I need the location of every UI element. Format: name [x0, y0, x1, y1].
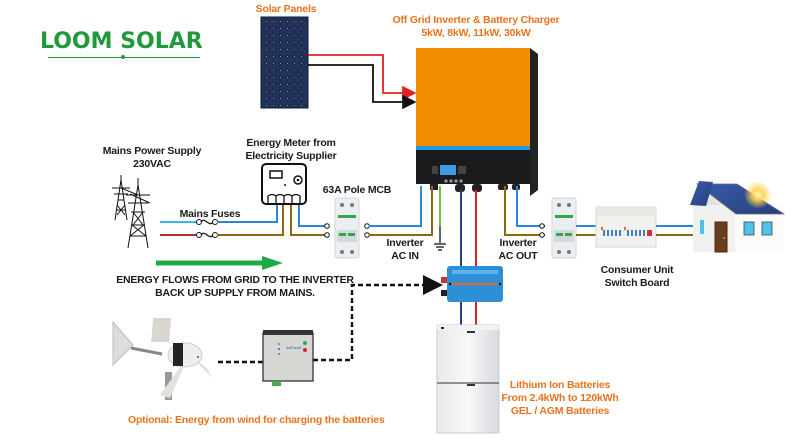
solar-panel: [260, 16, 309, 109]
live-ac-out: [504, 186, 545, 236]
mains-fuses-label: Mains Fuses: [179, 208, 241, 220]
consumer-unit-icon: [595, 206, 657, 248]
inverter-ratings-label: 5kW, 8kW, 11kW, 30kW: [421, 27, 531, 39]
energy-meter-supplier-label: Electricity Supplier: [245, 150, 337, 162]
pylons-icon: [112, 175, 151, 249]
energy-flow-label: ENERGY FLOWS FROM GRID TO THE INVERTER: [116, 274, 354, 286]
wind-to-dc-link: [313, 275, 443, 362]
pv-negative-wire: [308, 64, 417, 110]
wind-controller-icon: AirForce: [262, 330, 314, 386]
live-to-inverter-ac-in: [369, 186, 433, 236]
mains-fuses-icon: [196, 219, 218, 238]
inverter-title-label: Off Grid Inverter & Battery Charger: [392, 14, 560, 26]
inverter-unit: [416, 48, 538, 196]
pv-positive-wire: [308, 54, 417, 101]
consumer-unit-label: Consumer Unit: [600, 264, 674, 276]
mains-voltage-label: 230VAC: [133, 158, 171, 170]
inverter-ac-out-label: Inverter: [499, 237, 537, 249]
house-icon: [690, 181, 786, 253]
mcb-label: 63A Pole MCB: [322, 184, 392, 196]
loom-solar-logo: LOOM SOLAR: [40, 29, 203, 54]
energy-flow-sublabel: BACK UP SUPPLY FROM MAINS.: [155, 287, 315, 299]
neutral-ac-out: [516, 186, 545, 227]
wind-optional-label: Optional: Energy from wind for charging …: [128, 414, 385, 426]
energy-flow-arrow: [156, 256, 283, 270]
switch-board-label: Switch Board: [604, 277, 670, 289]
batteries-capacity-label: From 2.4kWh to 120kWh: [501, 392, 619, 404]
mcb-in-icon: [324, 197, 370, 259]
inverter-display: [440, 165, 456, 175]
batteries-type-label: GEL / AGM Batteries: [510, 405, 610, 417]
inverter-ac-out-sublabel: AC OUT: [498, 250, 538, 262]
batteries-label: Lithium Ion Batteries: [509, 379, 611, 391]
inverter-ac-in-sublabel: AC IN: [391, 250, 419, 262]
logo-dot: [121, 55, 125, 59]
neutral-to-inverter-ac-in: [369, 186, 422, 227]
neutral-meter-to-mcb: [298, 205, 325, 227]
mcb-out-icon: [539, 197, 577, 259]
live-to-meter: [217, 205, 284, 236]
live-meter-to-mcb: [290, 205, 325, 236]
earth-symbol-icon: [434, 243, 446, 251]
dc-distributor-icon: [441, 266, 503, 302]
energy-meter-label: Energy Meter from: [246, 137, 336, 149]
solar-panels-label: Solar Panels: [255, 3, 317, 15]
neutral-to-meter: [217, 205, 278, 223]
wind-turbine-icon: [112, 318, 212, 400]
wind-controller-brand: AirForce: [286, 345, 302, 350]
inverter-ac-in-label: Inverter: [386, 237, 424, 249]
energy-meter-icon: [261, 163, 307, 205]
battery-stack-icon: [436, 324, 500, 434]
mains-supply-label: Mains Power Supply: [102, 145, 202, 157]
